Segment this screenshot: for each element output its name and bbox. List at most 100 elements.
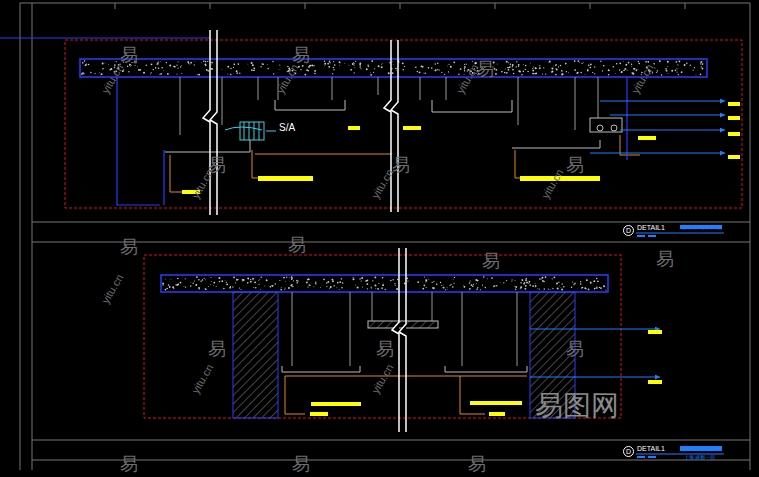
speckle xyxy=(450,283,452,285)
speckle xyxy=(187,61,189,63)
detail-title: DETAIL1 xyxy=(637,224,665,231)
speckle xyxy=(232,286,233,287)
speckle xyxy=(616,63,618,65)
speckle xyxy=(548,288,549,289)
speckle xyxy=(235,282,237,284)
speckle xyxy=(701,66,702,67)
speckle xyxy=(404,66,405,67)
speckle xyxy=(176,65,177,66)
speckle xyxy=(600,61,601,62)
speckle xyxy=(443,287,445,289)
speckle xyxy=(496,63,498,65)
watermark: yitu.cn xyxy=(100,272,125,305)
speckle xyxy=(594,288,596,290)
speckle xyxy=(494,286,496,288)
speckle xyxy=(198,287,200,289)
speckle xyxy=(204,278,205,279)
speckle xyxy=(523,283,525,285)
speckle xyxy=(495,69,497,71)
speckle xyxy=(472,61,473,62)
speckle xyxy=(574,69,576,71)
speckle xyxy=(167,73,169,75)
speckle xyxy=(525,279,527,281)
speckle xyxy=(676,68,677,69)
speckle xyxy=(381,287,383,289)
speckle xyxy=(577,72,579,74)
speckle xyxy=(549,62,551,64)
speckle xyxy=(597,281,599,283)
speckle xyxy=(377,288,379,290)
speckle xyxy=(572,282,573,283)
supply-air-diffuser xyxy=(225,122,276,140)
speckle xyxy=(700,63,701,64)
speckle xyxy=(520,288,521,289)
speckle xyxy=(151,72,152,73)
speckle xyxy=(407,280,408,281)
speckle xyxy=(561,70,562,71)
speckle xyxy=(395,285,396,286)
speckle xyxy=(417,281,419,283)
speckle xyxy=(223,288,225,290)
speckle xyxy=(180,66,181,67)
speckle xyxy=(260,66,261,67)
speckle xyxy=(247,63,249,65)
speckle xyxy=(104,62,106,64)
hanger-rod xyxy=(372,292,373,321)
speckle xyxy=(536,73,537,74)
speckle xyxy=(291,279,292,280)
speckle xyxy=(701,68,703,70)
speckle xyxy=(446,286,448,288)
speckle xyxy=(353,65,354,66)
speckle xyxy=(252,278,254,280)
speckle xyxy=(477,286,479,288)
supply-air-tag: S/A xyxy=(279,123,295,133)
speckle xyxy=(556,68,558,70)
speckle xyxy=(605,289,606,290)
speckle xyxy=(359,64,361,66)
speckle xyxy=(512,279,513,280)
watermark: 易 xyxy=(482,252,500,270)
speckle xyxy=(253,67,255,69)
speckle xyxy=(233,276,235,278)
speckle xyxy=(198,74,200,76)
speckle xyxy=(315,283,317,285)
speckle xyxy=(600,287,602,289)
speckle xyxy=(539,289,540,290)
detail-marker: D xyxy=(623,446,634,457)
speckle xyxy=(535,68,537,70)
speckle xyxy=(372,280,373,281)
speckle xyxy=(153,69,154,70)
speckle xyxy=(161,67,163,69)
leader-lines xyxy=(530,329,660,377)
speckle xyxy=(309,285,310,286)
marker-letter: D xyxy=(626,227,631,234)
speckle xyxy=(597,287,598,288)
speckle xyxy=(661,74,662,75)
speckle xyxy=(234,282,236,284)
speckle xyxy=(422,66,424,68)
grid-tick xyxy=(400,3,401,9)
speckle xyxy=(395,68,397,70)
speckle xyxy=(678,74,679,75)
speckle xyxy=(694,67,695,68)
speckle xyxy=(519,71,521,73)
speckle xyxy=(504,72,506,74)
watermark: 易 xyxy=(566,156,584,174)
break-lines xyxy=(203,30,398,215)
speckle xyxy=(541,278,542,279)
speckle xyxy=(324,63,326,65)
watermark: 易 xyxy=(288,236,306,254)
speckle xyxy=(357,286,359,288)
speckle xyxy=(371,287,372,288)
speckle xyxy=(450,66,452,68)
speckle xyxy=(230,74,232,76)
speckle xyxy=(169,286,171,288)
speckle xyxy=(532,285,534,287)
speckle xyxy=(155,67,157,69)
speckle xyxy=(594,73,595,74)
speckle xyxy=(341,287,343,289)
speckle xyxy=(160,73,162,75)
speckle xyxy=(339,281,341,283)
speckle xyxy=(539,65,540,66)
speckle xyxy=(261,277,262,278)
